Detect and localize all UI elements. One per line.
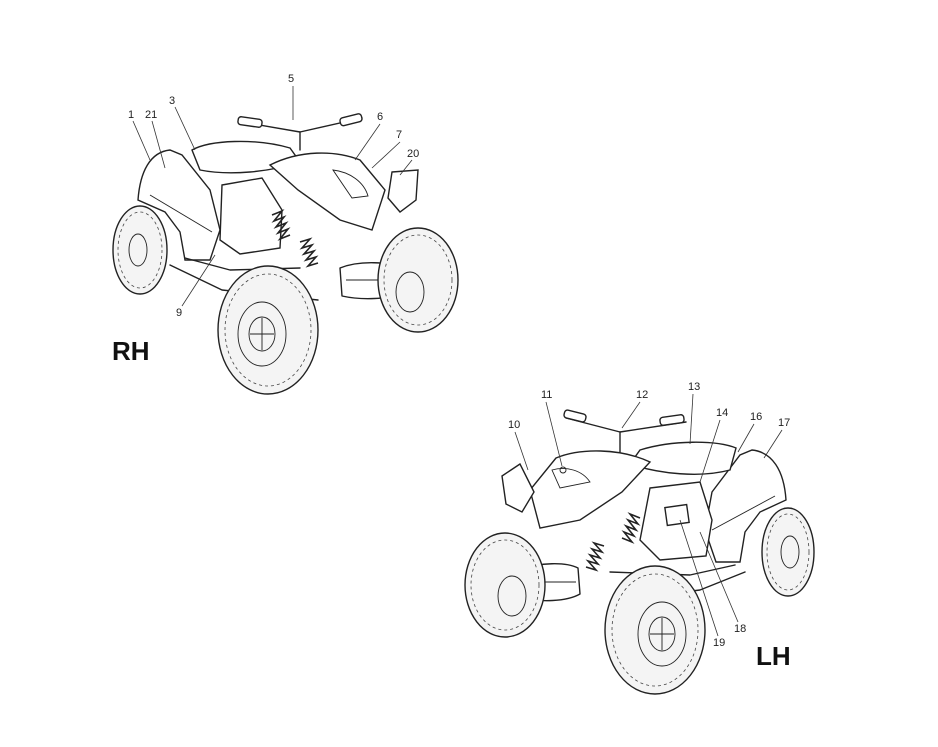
atv-lh-illustration bbox=[464, 409, 815, 695]
callout-13: 13 bbox=[688, 381, 700, 393]
callout-11: 11 bbox=[541, 389, 552, 401]
callout-6: 6 bbox=[377, 111, 383, 123]
callout-9: 9 bbox=[176, 307, 182, 319]
view-label-rh: RH bbox=[112, 336, 150, 366]
callout-10: 10 bbox=[508, 419, 520, 431]
rh-leader-lines bbox=[132, 86, 413, 307]
callout-3: 3 bbox=[169, 95, 175, 107]
view-label-lh: LH bbox=[756, 641, 791, 671]
atv-rh-illustration bbox=[112, 113, 459, 395]
callout-17: 17 bbox=[778, 417, 790, 429]
lh-leader-lines bbox=[514, 393, 783, 637]
callout-20: 20 bbox=[407, 148, 419, 160]
callout-1: 1 bbox=[128, 109, 134, 121]
callout-5: 5 bbox=[288, 73, 294, 85]
callout-16: 16 bbox=[750, 411, 762, 423]
callout-18: 18 bbox=[734, 623, 746, 635]
callout-12: 12 bbox=[636, 389, 648, 401]
callout-19: 19 bbox=[713, 637, 725, 649]
callout-14: 14 bbox=[716, 407, 728, 419]
callout-21: 21 bbox=[145, 109, 157, 121]
callout-7: 7 bbox=[396, 129, 402, 141]
